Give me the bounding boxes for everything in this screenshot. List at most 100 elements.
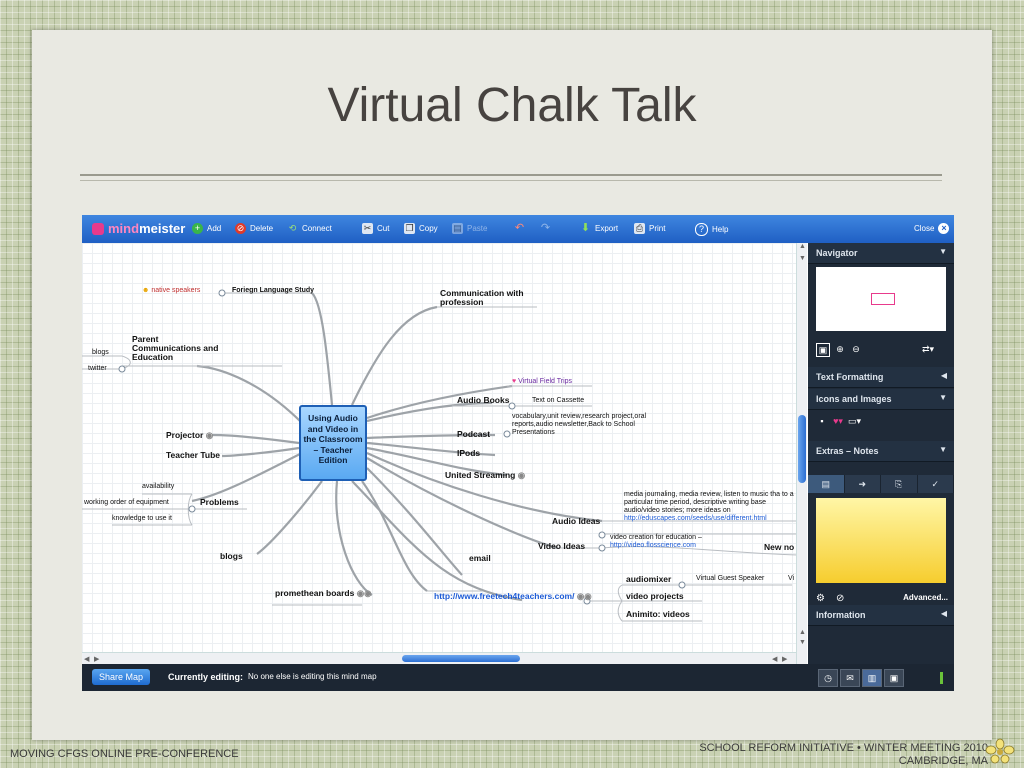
zoom-out-icon[interactable]: ⊖ bbox=[852, 344, 860, 354]
audio-ideas-link[interactable]: http://eduscapes.com/seeds/use/different… bbox=[624, 515, 767, 522]
print-button[interactable]: ⎙Print bbox=[634, 223, 665, 234]
chat-icon[interactable]: ✉ bbox=[840, 669, 860, 687]
navigator-header[interactable]: Navigator▼ bbox=[808, 243, 954, 264]
expand-icon[interactable]: ◉◉ bbox=[356, 588, 372, 598]
icon-picker-icon[interactable]: ▪ bbox=[820, 416, 824, 426]
node-animito[interactable]: Animito: videos bbox=[626, 609, 690, 619]
gear-icon[interactable]: ⚙ bbox=[816, 593, 825, 604]
node-projector[interactable]: Projector ◉ bbox=[166, 430, 213, 441]
fit-icon[interactable]: ▣ bbox=[816, 343, 830, 357]
node-working-order[interactable]: working order of equipment bbox=[84, 499, 169, 506]
collapse-icon[interactable]: ▼ bbox=[939, 247, 947, 256]
icons-images-header[interactable]: Icons and Images▼ bbox=[808, 389, 954, 410]
node-podcast[interactable]: Podcast bbox=[457, 429, 491, 439]
video-ideas-link[interactable]: http://video.flosscience.com bbox=[610, 542, 696, 549]
connect-button[interactable]: ⟲Connect bbox=[287, 223, 332, 234]
vertical-scrollbar[interactable]: ▲ ▼ ▲ ▼ bbox=[796, 243, 807, 664]
swap-icon[interactable]: ⇄▾ bbox=[922, 344, 935, 354]
node-vi[interactable]: Vi bbox=[788, 575, 795, 582]
delete-button[interactable]: ⊘Delete bbox=[235, 223, 273, 234]
node-video-ideas-note[interactable]: video creation for education –http://vid… bbox=[610, 534, 750, 550]
vertical-scroll-thumb[interactable] bbox=[798, 415, 806, 483]
expand-icon[interactable]: ◉◉ bbox=[576, 591, 592, 601]
node-podcast-note[interactable]: vocabulary,unit review,research project,… bbox=[512, 413, 647, 436]
node-promethean[interactable]: promethean boards ◉◉ bbox=[275, 588, 372, 599]
node-virtual-field-trips[interactable]: ♥ Virtual Field Trips bbox=[512, 378, 572, 385]
scroll-up-icon[interactable]: ▲ bbox=[799, 243, 806, 250]
task-tab-icon[interactable]: ✓ bbox=[918, 475, 954, 493]
scroll-down-icon[interactable]: ▼ bbox=[799, 255, 806, 262]
expand-arrow-icon[interactable]: ◀ bbox=[940, 609, 947, 618]
footer-left: MOVING CFGS ONLINE PRE-CONFERENCE bbox=[10, 748, 239, 760]
node-united-streaming[interactable]: United Streaming ◉ bbox=[445, 470, 525, 481]
node-virtual-guest[interactable]: Virtual Guest Speaker bbox=[696, 575, 765, 582]
collapse-icon[interactable]: ▼ bbox=[939, 393, 947, 402]
copy-button[interactable]: ❐Copy bbox=[404, 223, 438, 234]
node-knowledge[interactable]: knowledge to use it bbox=[112, 515, 172, 522]
node-teacher-tube[interactable]: Teacher Tube bbox=[166, 450, 221, 460]
notes-tab-icon[interactable]: ▤ bbox=[808, 475, 845, 493]
export-button[interactable]: ⬇Export bbox=[580, 223, 618, 234]
help-button[interactable]: ?Help bbox=[695, 223, 728, 236]
root-node[interactable]: Using Audio and Video in the Classroom –… bbox=[299, 405, 367, 481]
node-ipods[interactable]: IPods bbox=[457, 448, 481, 458]
freetech-link[interactable]: http://www.freetech4teachers.com/ bbox=[434, 591, 575, 601]
history-icon[interactable]: ◷ bbox=[818, 669, 838, 687]
extras-notes-title: Extras – Notes bbox=[816, 446, 879, 456]
zoom-in-icon[interactable]: ⊕ bbox=[836, 344, 844, 354]
node-native-speakers[interactable]: ☻ native speakers bbox=[142, 287, 200, 294]
node-parent-communications[interactable]: Parent Communications and Education bbox=[132, 334, 219, 362]
node-audio-books[interactable]: Audio Books bbox=[457, 395, 510, 405]
node-email[interactable]: email bbox=[469, 553, 491, 563]
node-video-projects[interactable]: video projects bbox=[626, 591, 684, 601]
horizontal-scroll-thumb[interactable] bbox=[402, 655, 520, 662]
node-audiomixer[interactable]: audiomixer bbox=[626, 574, 672, 584]
scroll-up-icon[interactable]: ▲ bbox=[799, 629, 806, 636]
fullscreen-icon[interactable]: ▣ bbox=[884, 669, 904, 687]
node-foreign-language[interactable]: Foriegn Language Study bbox=[232, 287, 315, 294]
horizontal-scrollbar[interactable]: ◀ ▶ ◀ ▶ bbox=[82, 652, 796, 665]
node-video-ideas[interactable]: Video Ideas bbox=[538, 541, 586, 551]
collapse-icon[interactable]: ▼ bbox=[939, 445, 947, 454]
scroll-left-icon[interactable]: ◀ bbox=[84, 656, 90, 663]
node-twitter[interactable]: twitter bbox=[88, 365, 107, 372]
node-audio-ideas[interactable]: Audio Ideas bbox=[552, 516, 601, 526]
text-formatting-header[interactable]: Text Formatting◀ bbox=[808, 367, 954, 388]
navigator-preview[interactable] bbox=[816, 267, 946, 331]
node-availability[interactable]: availability bbox=[142, 483, 175, 490]
extras-notes-header[interactable]: Extras – Notes ▼ bbox=[808, 441, 954, 462]
node-blogs[interactable]: blogs bbox=[220, 551, 243, 561]
scroll-down-icon[interactable]: ▼ bbox=[799, 639, 806, 646]
mindmap-canvas[interactable]: Using Audio and Video in the Classroom –… bbox=[82, 243, 798, 664]
node-communication[interactable]: Communication with profession bbox=[440, 288, 524, 307]
attachment-tab-icon[interactable]: ⎘ bbox=[881, 475, 918, 493]
node-freetech[interactable]: http://www.freetech4teachers.com/ ◉◉ bbox=[434, 591, 592, 602]
undo-button[interactable]: ↶ bbox=[514, 223, 525, 234]
heart-icon[interactable]: ♥▾ bbox=[833, 416, 843, 426]
redo-button[interactable]: ↷ bbox=[540, 223, 551, 234]
cut-button[interactable]: ✂Cut bbox=[362, 223, 389, 234]
node-new-no[interactable]: New no bbox=[764, 542, 795, 552]
layout-icon[interactable]: ▥ bbox=[862, 669, 882, 687]
notes-editor[interactable] bbox=[816, 498, 946, 583]
expand-icon[interactable]: ◉ bbox=[205, 430, 214, 440]
expand-icon[interactable]: ◉ bbox=[517, 470, 526, 480]
share-map-button[interactable]: Share Map bbox=[92, 669, 151, 685]
information-header[interactable]: Information◀ bbox=[808, 605, 954, 626]
viewport-indicator[interactable] bbox=[871, 293, 895, 305]
scroll-right-icon[interactable]: ▶ bbox=[94, 656, 100, 663]
expand-arrow-icon[interactable]: ◀ bbox=[940, 371, 947, 380]
close-button[interactable]: Close× bbox=[914, 223, 950, 234]
scroll-left-icon[interactable]: ◀ bbox=[772, 656, 778, 663]
add-button[interactable]: +Add bbox=[192, 223, 221, 234]
node-problems[interactable]: Problems bbox=[200, 497, 239, 507]
node-text-on-cassette[interactable]: Text on Cassette bbox=[532, 397, 585, 404]
node-blogs-left[interactable]: blogs bbox=[92, 349, 109, 356]
image-icon[interactable]: ▭▾ bbox=[848, 416, 862, 426]
paste-button[interactable]: ▤Paste bbox=[452, 223, 487, 234]
scroll-right-icon[interactable]: ▶ bbox=[782, 656, 788, 663]
link-tab-icon[interactable]: ➜ bbox=[845, 475, 881, 493]
node-audio-ideas-note[interactable]: media journaling, media review, listen t… bbox=[624, 491, 796, 523]
advanced-link[interactable]: Advanced... bbox=[903, 593, 948, 602]
clear-icon[interactable]: ⊘ bbox=[836, 593, 845, 604]
